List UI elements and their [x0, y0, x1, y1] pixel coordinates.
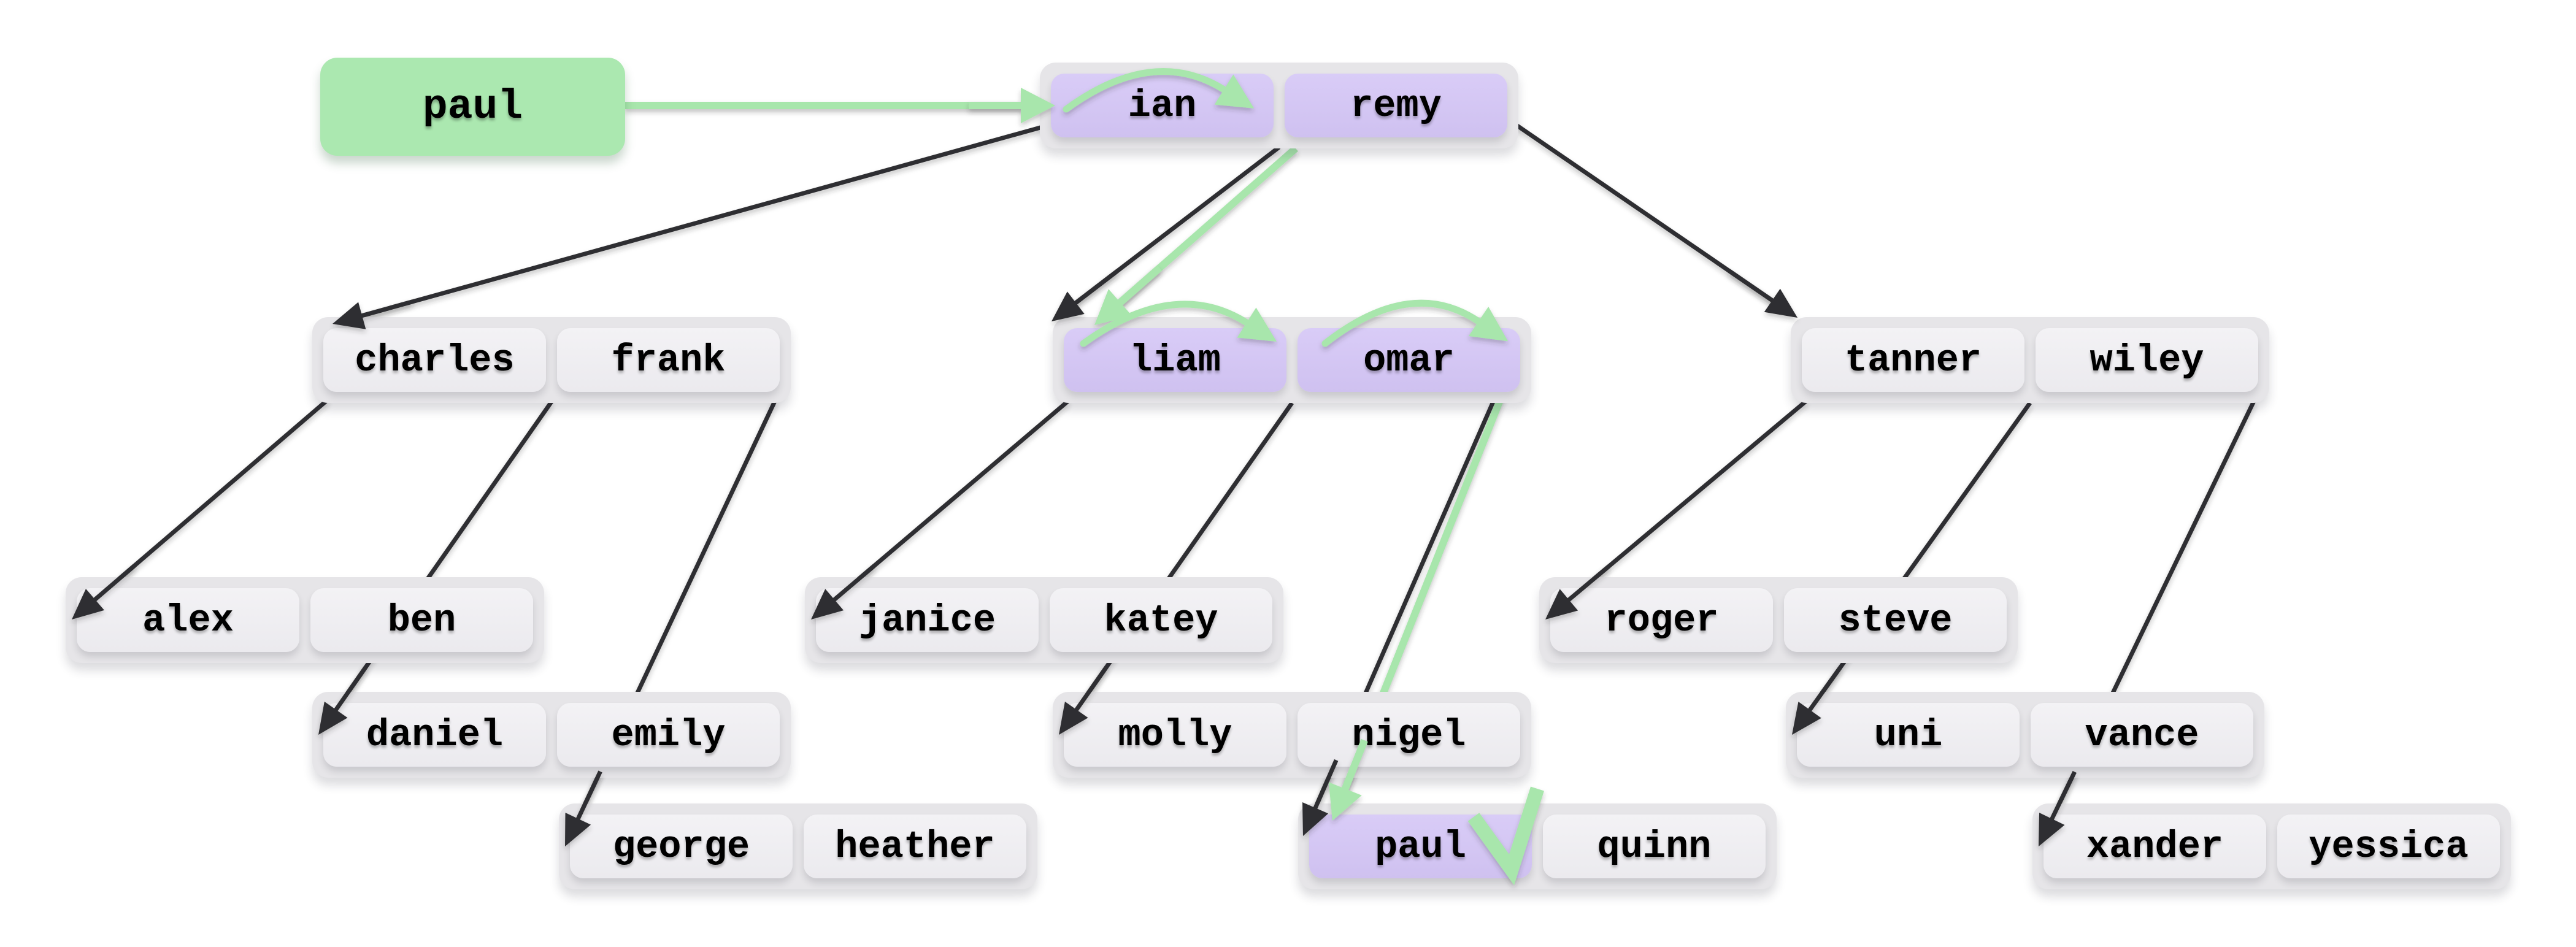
key-cell-george: george	[570, 815, 793, 878]
query-label: paul	[422, 83, 523, 131]
key-cell-wiley: wiley	[2036, 328, 2258, 392]
node-paul-quinn: paul quinn	[1298, 803, 1777, 889]
key-cell-ian: ian	[1051, 74, 1274, 137]
key-cell-emily: emily	[557, 703, 780, 767]
query-box: paul	[320, 58, 625, 156]
node-george-heather: george heather	[559, 803, 1037, 889]
key-cell-katey: katey	[1050, 588, 1272, 652]
key-label: ian	[1128, 83, 1197, 128]
key-cell-charles: charles	[323, 328, 546, 392]
key-cell-roger: roger	[1550, 588, 1773, 652]
key-cell-heather: heather	[804, 815, 1026, 878]
key-label: george	[612, 824, 750, 868]
key-cell-frank: frank	[557, 328, 780, 392]
key-cell-tanner: tanner	[1802, 328, 2024, 392]
node-liam-omar: liam omar	[1053, 317, 1531, 403]
key-label: wiley	[2090, 338, 2204, 382]
key-label: uni	[1874, 713, 1943, 757]
node-alex-ben: alex ben	[66, 577, 544, 663]
key-label: remy	[1350, 83, 1442, 128]
key-label: ben	[387, 598, 456, 642]
node-tanner-wiley: tanner wiley	[1791, 317, 2269, 403]
key-label: omar	[1363, 338, 1455, 382]
key-label: paul	[1375, 824, 1466, 868]
key-cell-steve: steve	[1784, 588, 2007, 652]
key-cell-alex: alex	[77, 588, 299, 652]
key-label: emily	[611, 713, 726, 757]
node-xander-yessica: xander yessica	[2032, 803, 2511, 889]
key-cell-molly: molly	[1064, 703, 1286, 767]
key-label: roger	[1604, 598, 1719, 642]
key-cell-vance: vance	[2031, 703, 2253, 767]
key-label: nigel	[1351, 713, 1466, 757]
key-cell-xander: xander	[2043, 815, 2266, 878]
key-label: charles	[355, 338, 515, 382]
key-label: katey	[1104, 598, 1218, 642]
key-label: yessica	[2309, 824, 2469, 868]
key-cell-nigel: nigel	[1298, 703, 1520, 767]
key-label: daniel	[366, 713, 504, 757]
key-label: heather	[835, 824, 995, 868]
key-label: janice	[858, 598, 996, 642]
key-cell-quinn: quinn	[1543, 815, 1766, 878]
key-cell-yessica: yessica	[2277, 815, 2500, 878]
key-cell-liam: liam	[1064, 328, 1286, 392]
node-uni-vance: uni vance	[1786, 692, 2264, 778]
node-ian-remy: ian remy	[1040, 63, 1518, 148]
key-cell-paul: paul	[1309, 815, 1532, 878]
key-cell-ben: ben	[310, 588, 533, 652]
key-label: steve	[1838, 598, 1953, 642]
key-label: molly	[1118, 713, 1232, 757]
key-cell-remy: remy	[1285, 74, 1507, 137]
key-label: frank	[611, 338, 726, 382]
node-roger-steve: roger steve	[1539, 577, 2018, 663]
key-label: quinn	[1597, 824, 1712, 868]
key-label: liam	[1129, 338, 1221, 382]
key-label: alex	[142, 598, 234, 642]
key-label: xander	[2086, 824, 2224, 868]
node-charles-frank: charles frank	[312, 317, 791, 403]
node-molly-nigel: molly nigel	[1053, 692, 1531, 778]
key-cell-omar: omar	[1298, 328, 1520, 392]
key-cell-janice: janice	[816, 588, 1039, 652]
key-cell-uni: uni	[1797, 703, 2020, 767]
node-janice-katey: janice katey	[805, 577, 1283, 663]
key-cell-daniel: daniel	[323, 703, 546, 767]
node-daniel-emily: daniel emily	[312, 692, 791, 778]
key-label: tanner	[1844, 338, 1982, 382]
key-label: vance	[2085, 713, 2199, 757]
